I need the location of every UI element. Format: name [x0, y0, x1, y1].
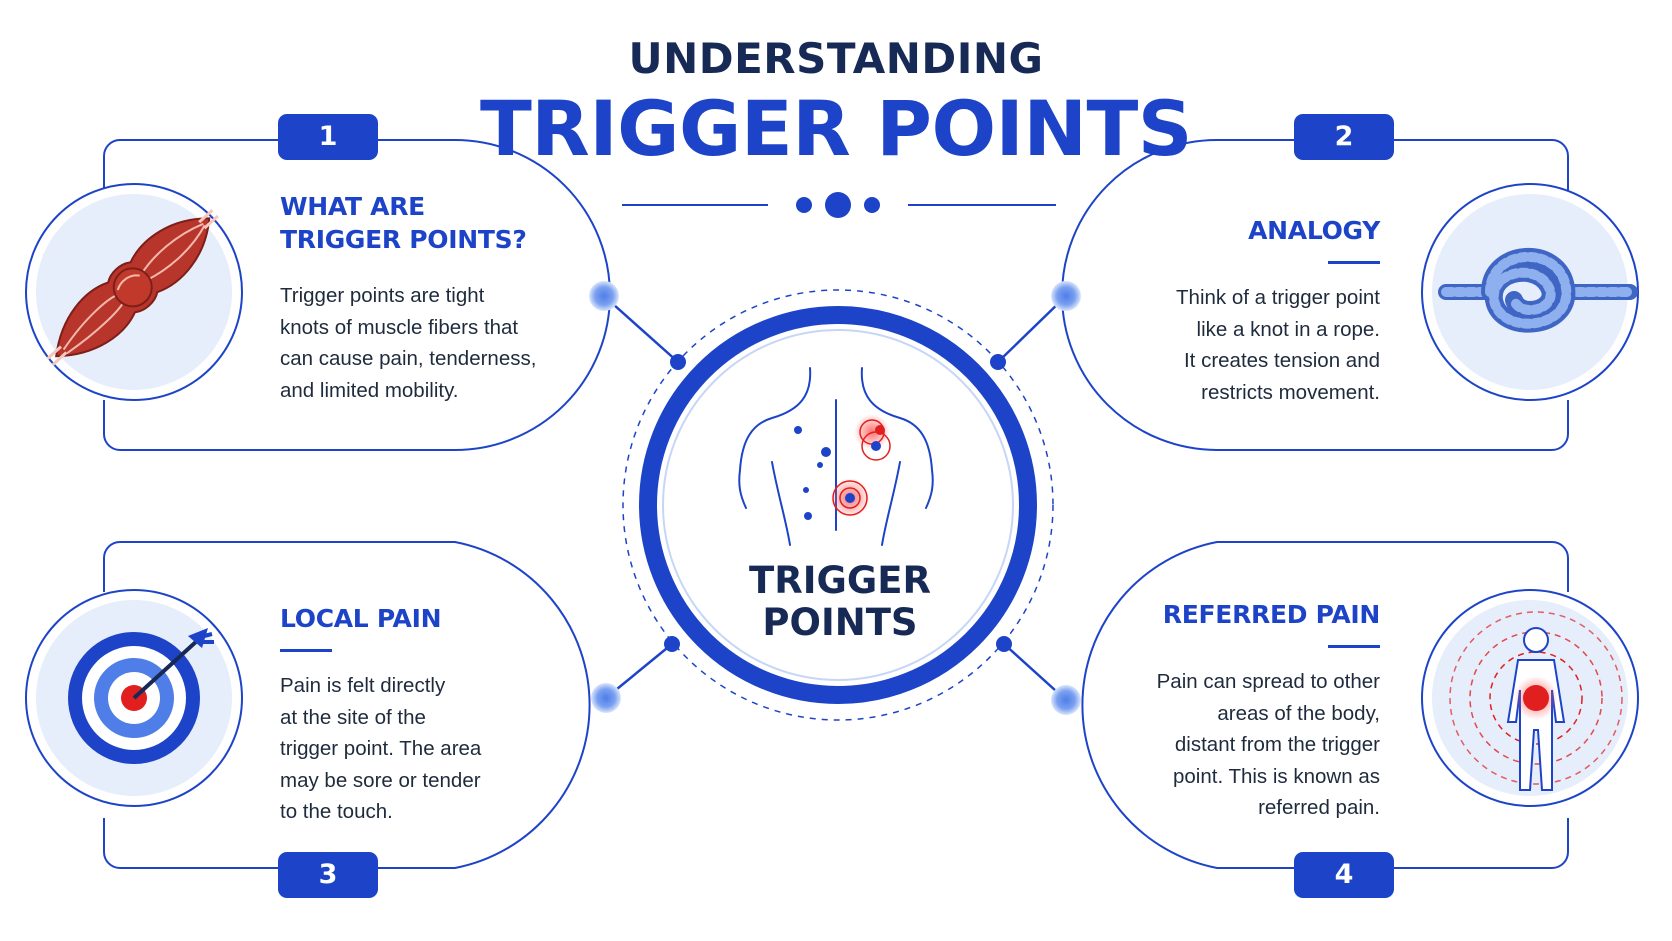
card-4-body-line: point. This is known as — [1172, 764, 1380, 788]
center-label-line: POINTS — [762, 601, 918, 644]
header-divider — [622, 192, 1056, 218]
card-4-heading: REFERRED PAIN — [1162, 600, 1381, 629]
muscle-knot-icon — [46, 208, 219, 366]
card-4-outline — [1081, 541, 1569, 869]
torso-icon — [738, 367, 934, 546]
card-3-number-badge: 3 — [278, 852, 378, 898]
card-2-outline — [1061, 139, 1569, 451]
card-3-heading-rule — [280, 649, 332, 652]
card-4-body-line: Pain can spread to other — [1156, 670, 1380, 693]
card-1-outline — [103, 139, 611, 451]
body-radiating-pain-icon — [1449, 611, 1623, 791]
card-2-body-line: It creates tension and — [1183, 349, 1380, 372]
card-1-body-line: and limited mobility. — [280, 378, 459, 402]
card-2-body: Think of a trigger point like a knot in … — [1080, 282, 1380, 408]
card-2-number-badge: 2 — [1294, 114, 1394, 160]
center-label-line: TRIGGER — [748, 559, 931, 602]
card-1-heading-line: WHAT ARE — [280, 192, 425, 221]
card-3-body-line: trigger point. The area — [280, 737, 482, 760]
header-title: TRIGGER POINTS — [479, 84, 1193, 173]
card-4-body-line: referred pain. — [1258, 796, 1380, 819]
card-1-body-line: can cause pain, tenderness, — [280, 347, 537, 370]
card-1-body: Trigger points are tight knots of muscle… — [280, 280, 580, 406]
header-subtitle: UNDERSTANDING — [628, 34, 1044, 83]
card-2-heading-rule — [1328, 261, 1380, 264]
card-2-heading: ANALOGY — [1248, 216, 1380, 245]
card-1-body-line: Trigger points are tight — [280, 284, 485, 307]
target-icon — [68, 628, 214, 764]
card-4-number-badge: 4 — [1294, 852, 1394, 898]
card-3-body-line: Pain is felt directly — [280, 674, 446, 697]
card-3-body-line: may be sore or tender — [280, 768, 481, 792]
card-3-outline — [103, 541, 591, 869]
card-3-body-line: at the site of the — [280, 705, 426, 729]
card-1-heading: WHAT ARE TRIGGER POINTS? — [280, 190, 580, 256]
card-1-body-line: knots of muscle fibers that — [280, 315, 519, 339]
card-2-text: ANALOGY Think of a trigger point like a … — [1080, 214, 1380, 408]
card-3-heading: LOCAL PAIN — [280, 604, 442, 633]
rope-knot-icon — [1438, 247, 1638, 333]
card-4-body-line: distant from the trigger — [1174, 733, 1380, 756]
card-4-body-line: areas of the body, — [1217, 701, 1380, 725]
card-2-body-line: restricts movement. — [1201, 380, 1380, 404]
card-1-number-badge: 1 — [278, 114, 378, 160]
card-4-heading-rule — [1328, 645, 1380, 648]
card-2-body-line: Think of a trigger point — [1176, 286, 1380, 309]
card-4-text: REFERRED PAIN Pain can spread to other a… — [1080, 598, 1381, 824]
card-3-body-line: to the touch. — [280, 800, 393, 823]
card-1-heading-line: TRIGGER POINTS? — [280, 225, 527, 254]
card-4-body: Pain can spread to other areas of the bo… — [1080, 666, 1380, 824]
card-3-text: LOCAL PAIN Pain is felt directly at the … — [280, 602, 580, 828]
card-1-text: WHAT ARE TRIGGER POINTS? Trigger points … — [280, 190, 580, 406]
card-2-body-line: like a knot in a rope. — [1196, 317, 1380, 341]
center-label: TRIGGER POINTS — [700, 560, 980, 644]
card-3-body: Pain is felt directly at the site of the… — [280, 670, 580, 828]
connectors — [589, 281, 1081, 715]
